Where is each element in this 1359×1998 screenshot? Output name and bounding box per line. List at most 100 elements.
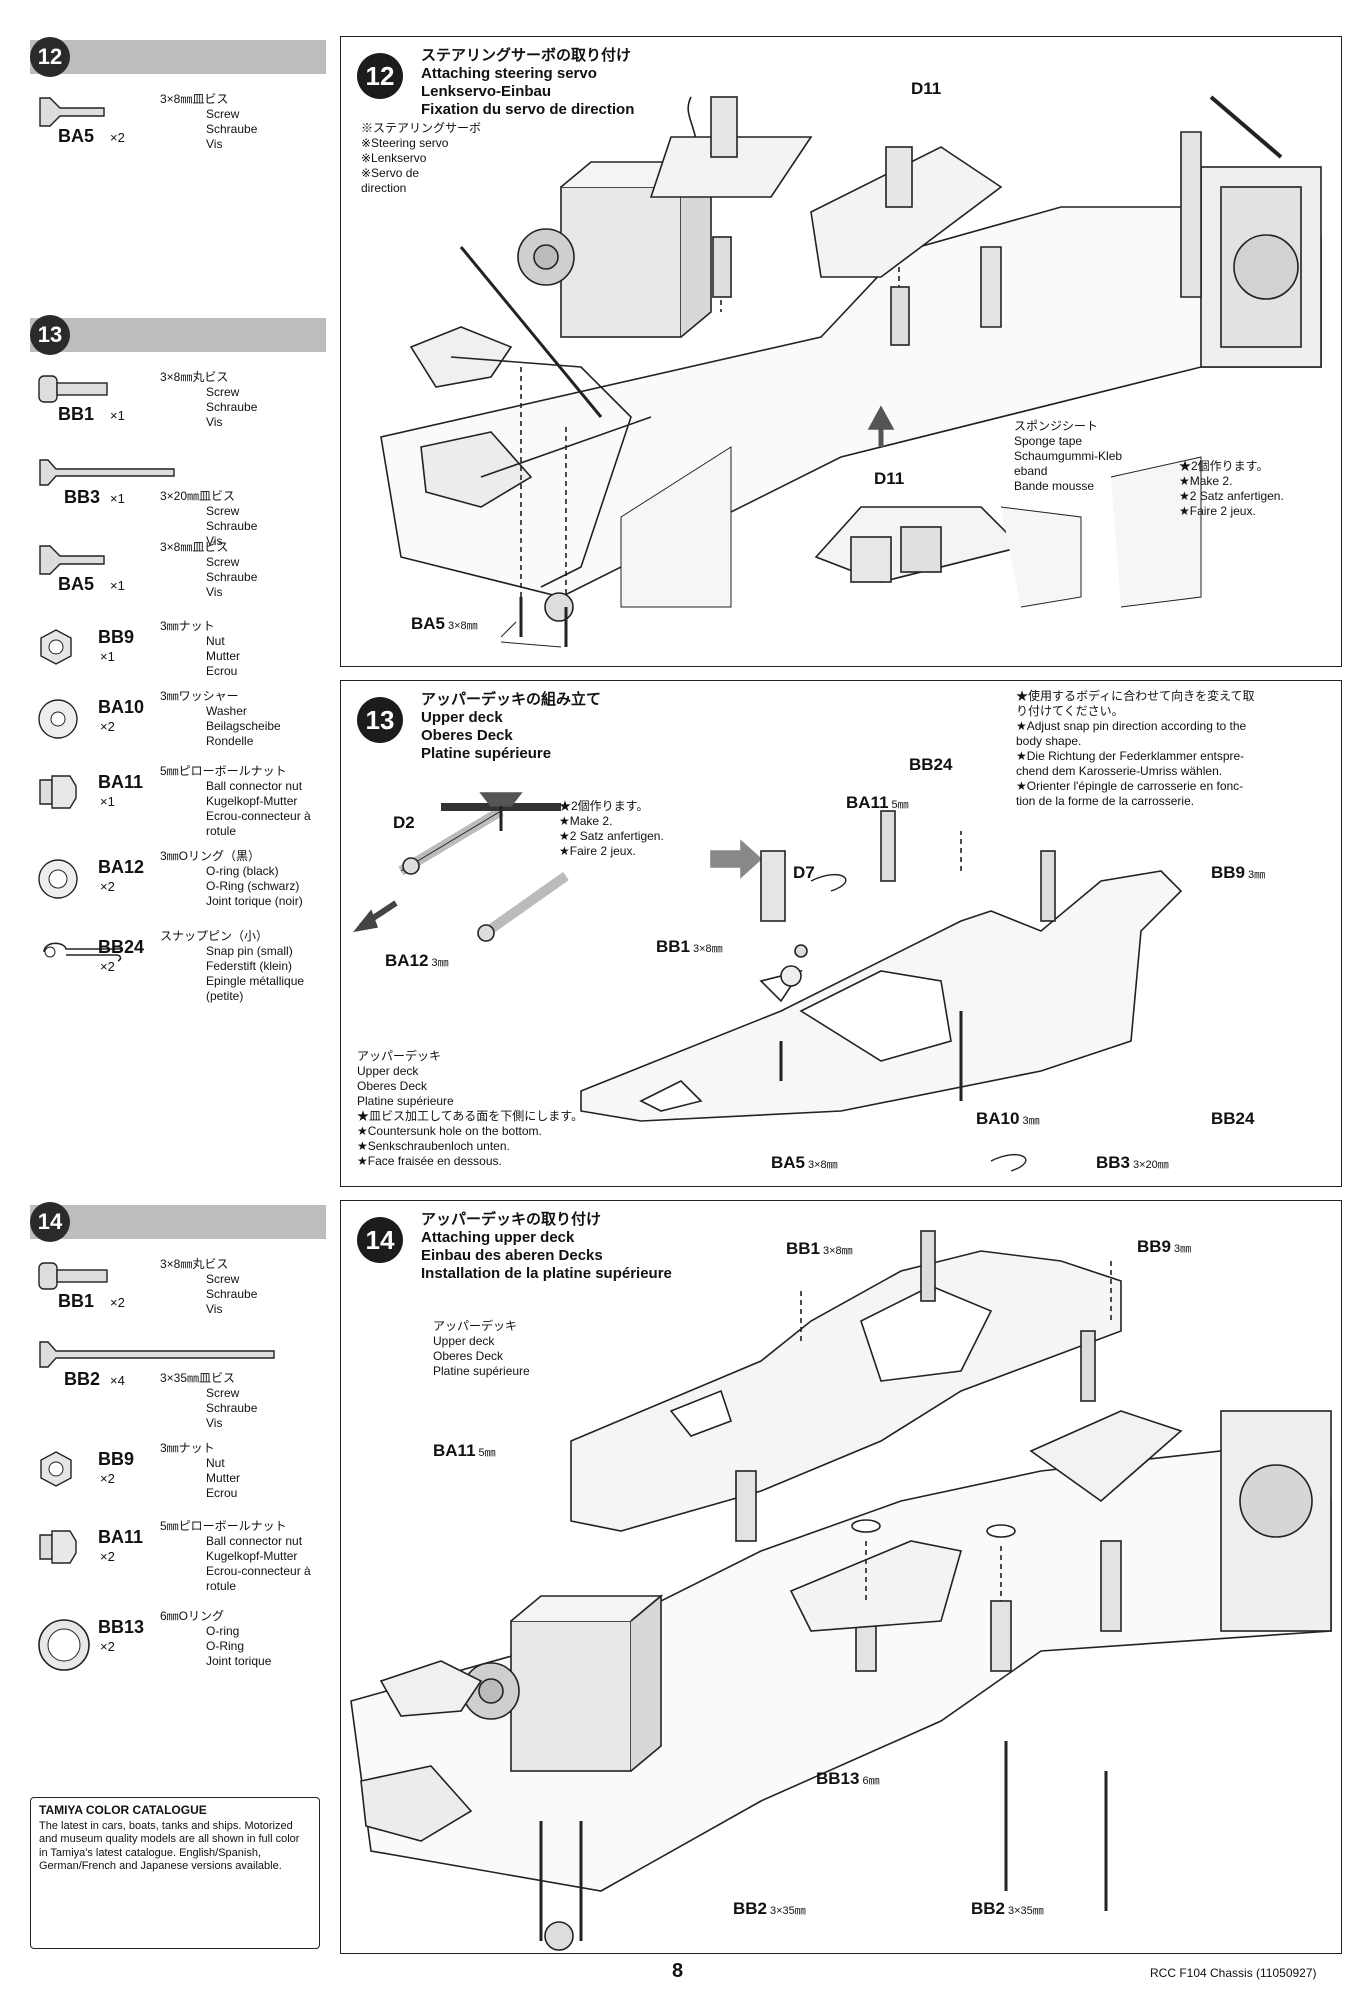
- catalogue-title: TAMIYA COLOR CATALOGUE: [39, 1803, 207, 1817]
- part-qty: ×1: [100, 649, 115, 664]
- part-code: BA5: [58, 126, 95, 146]
- part-qty: ×1: [110, 408, 125, 423]
- step-12-title: ステアリングサーボの取り付け Attaching steering servo …: [421, 47, 635, 118]
- part-code: BB13: [98, 1617, 145, 1637]
- part-code: BB9: [98, 1449, 135, 1469]
- catalogue-body: The latest in cars, boats, tanks and shi…: [39, 1819, 300, 1873]
- part-qty: ×1: [110, 578, 125, 593]
- d7-label: D7: [793, 863, 815, 882]
- part-qty: ×2: [110, 130, 125, 145]
- make-2-note-13: ★2個作ります。 ★Make 2. ★2 Satz anfertigen. ★F…: [559, 799, 664, 858]
- part-code: BA10: [98, 697, 145, 717]
- part-qty: ×2: [110, 1295, 125, 1310]
- flatlong-part-icon: [36, 457, 176, 492]
- upper-deck-note-14: アッパーデッキ Upper deck Oberes Deck Platine s…: [433, 1319, 530, 1378]
- step-14-badge: 14: [357, 1217, 403, 1263]
- part-code: BB1: [58, 1291, 95, 1311]
- oringbig-part-icon: [36, 1617, 92, 1678]
- bb24-top-label: BB24: [909, 755, 953, 774]
- snap-pin-direction-note: ★使用するボディに合わせて向きを変えて取 り付けてください。 ★Adjust s…: [1016, 689, 1255, 808]
- step-12-badge: 12: [357, 53, 403, 99]
- part-code: BB3: [64, 487, 101, 507]
- step-13-parts-header: 13: [30, 315, 326, 355]
- step-12-illustration: [380, 95, 1322, 648]
- part-code: BA12: [98, 857, 145, 877]
- part-code: BB24: [98, 937, 145, 957]
- step-14-title: アッパーデッキの取り付け Attaching upper deck Einbau…: [421, 1211, 672, 1282]
- step-12-parts-header: 12: [30, 37, 326, 77]
- sponge-tape-note: スポンジシート Sponge tape Schaumgummi-Kleb eba…: [1014, 419, 1123, 493]
- part-bb24: BB24 ×2 スナップピン（小）Snap pin (small)Federstif…: [30, 929, 340, 1003]
- step-14-parts-badge: 14: [30, 1202, 70, 1242]
- page-number: 8: [672, 1960, 684, 1982]
- washer-part-icon: [36, 697, 80, 746]
- nut-part-icon: [36, 1449, 76, 1494]
- step-13-title: アッパーデッキの組み立て Upper deck Oberes Deck Plat…: [421, 691, 602, 762]
- flat-part-icon: [36, 94, 106, 133]
- round-part-icon: [36, 1259, 110, 1298]
- ball-part-icon: [36, 1527, 80, 1572]
- part-description: スナップピン（小）Snap pin (small)Federstift (kle…: [160, 929, 305, 1003]
- part-qty: ×2: [100, 1639, 115, 1654]
- flat-part-icon: [36, 542, 106, 581]
- document-id: RCC F104 Chassis (11050927): [1150, 1966, 1317, 1980]
- part-qty: ×1: [100, 794, 115, 809]
- step-13-panel: 13 アッパーデッキの組み立て Upper deck Oberes Deck P…: [340, 680, 1342, 1187]
- part-qty: ×2: [100, 959, 115, 974]
- step-12-panel: 12 ステアリングサーボの取り付け Attaching steering ser…: [340, 36, 1342, 667]
- part-qty: ×1: [110, 491, 125, 506]
- step-13-badge: 13: [357, 697, 403, 743]
- d2-label: D2: [393, 813, 415, 832]
- step-13-illustration: [353, 792, 1183, 1172]
- part-code: BA5: [58, 574, 95, 594]
- part-qty: ×2: [100, 879, 115, 894]
- color-catalogue-box: TAMIYA COLOR CATALOGUE The latest in car…: [30, 1797, 320, 1949]
- step-14-illustration: [350, 1230, 1332, 1951]
- nut-part-icon: [36, 627, 76, 672]
- step-12-parts-badge: 12: [30, 37, 70, 77]
- step-13-parts-badge: 13: [30, 315, 70, 355]
- step-14-parts-header: 14: [30, 1202, 326, 1242]
- make-2-note: ★2個作ります。 ★Make 2. ★2 Satz anfertigen. ★F…: [1179, 459, 1284, 518]
- part-qty: ×2: [100, 1549, 115, 1564]
- part-qty: ×2: [100, 719, 115, 734]
- part-qty: ×2: [100, 1471, 115, 1486]
- part-code: BB2: [64, 1369, 101, 1389]
- servo-note: ※ステアリングサーボ ※Steering servo ※Lenkservo ※S…: [361, 121, 482, 195]
- part-code: BB1: [58, 404, 95, 424]
